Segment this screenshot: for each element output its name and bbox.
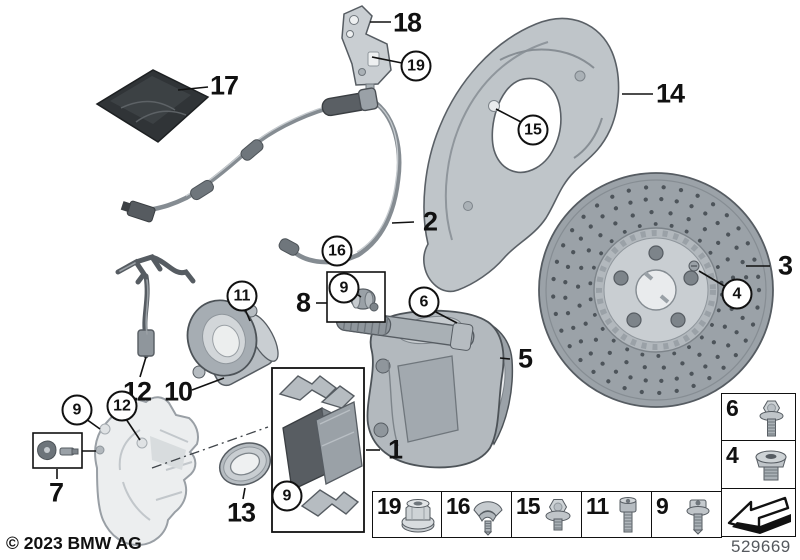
callout-10: 10 bbox=[163, 376, 193, 407]
legend-cell-15: 15 bbox=[512, 491, 582, 538]
wheel-bolt-holes bbox=[613, 245, 699, 328]
direction-arrow-icon bbox=[727, 496, 791, 534]
collar-nut-icon bbox=[401, 499, 435, 533]
clip-nut-with-screw-icon bbox=[473, 501, 503, 536]
caliper-housing-part bbox=[94, 396, 269, 547]
callout-circled-11: 11 bbox=[226, 280, 258, 312]
legend-label: 6 bbox=[726, 395, 739, 421]
wear-sensor-cable-part bbox=[120, 87, 402, 265]
countersunk-plug-icon bbox=[755, 450, 787, 481]
callout-circled-4: 4 bbox=[721, 278, 753, 310]
legend-label: 15 bbox=[516, 493, 541, 519]
brake-pad-set-box bbox=[271, 367, 365, 533]
legend-cell-6: 6 bbox=[721, 393, 796, 441]
fastener-legend-column: 6 4 bbox=[721, 393, 796, 537]
legend-label: 16 bbox=[446, 493, 471, 519]
leader-lines bbox=[56, 21, 770, 500]
torx-flange-screw-icon bbox=[686, 499, 710, 535]
legend-cell-4: 4 bbox=[721, 441, 796, 489]
hex-flange-screw-icon bbox=[759, 400, 784, 437]
legend-label: 4 bbox=[726, 442, 739, 468]
callout-7: 7 bbox=[48, 477, 64, 508]
legend-label: 19 bbox=[377, 493, 402, 519]
copyright-text: © 2023 BMW AG bbox=[6, 533, 142, 553]
callout-8: 8 bbox=[295, 287, 311, 318]
hex-flange-screw-icon bbox=[545, 499, 571, 531]
callout-circled-6: 6 bbox=[408, 286, 440, 318]
callout-2: 2 bbox=[422, 206, 438, 237]
cable-grommet bbox=[278, 238, 300, 256]
bleeder-kit-box bbox=[32, 432, 96, 469]
sensor-bracket-part bbox=[341, 5, 392, 94]
callout-14: 14 bbox=[655, 78, 685, 109]
assembly-axis-line bbox=[151, 426, 269, 469]
legend-cell-19: 19 bbox=[372, 491, 442, 538]
callout-17: 17 bbox=[209, 70, 239, 101]
callout-circled-19: 19 bbox=[400, 50, 432, 82]
legend-cell-arrow bbox=[721, 489, 796, 537]
legend-cell-9: 9 bbox=[652, 491, 722, 538]
callout-13: 13 bbox=[226, 497, 256, 528]
callout-circled-12: 12 bbox=[106, 390, 138, 422]
sensor-connector bbox=[120, 200, 156, 223]
callout-5: 5 bbox=[517, 343, 533, 374]
retaining-bracket-part bbox=[115, 254, 196, 359]
callout-circled-9-pads: 9 bbox=[271, 480, 303, 512]
sensor-head bbox=[321, 87, 379, 117]
seal-ring-part bbox=[219, 442, 271, 486]
callout-circled-9-housing: 9 bbox=[61, 394, 93, 426]
callout-3: 3 bbox=[777, 250, 793, 281]
cable-grommet bbox=[190, 179, 214, 201]
legend-label: 11 bbox=[586, 493, 609, 519]
bleeder-valve-location bbox=[95, 445, 105, 455]
legend-cell-16: 16 bbox=[442, 491, 512, 538]
callout-circled-15: 15 bbox=[517, 114, 549, 146]
cap-screw-icon bbox=[619, 497, 637, 533]
callout-1: 1 bbox=[387, 434, 403, 465]
diagram-number: 529669 bbox=[731, 537, 791, 556]
callout-circled-16: 16 bbox=[321, 235, 353, 267]
legend-cell-11: 11 bbox=[582, 491, 652, 538]
callout-circled-9-grommet: 9 bbox=[328, 272, 360, 304]
cable-grommet bbox=[240, 139, 264, 161]
paste-pouch-part bbox=[95, 69, 210, 143]
fastener-legend-row: 19 16 15 bbox=[372, 491, 722, 538]
callout-18: 18 bbox=[392, 7, 422, 38]
legend-label: 9 bbox=[656, 493, 669, 519]
brake-disc-part bbox=[538, 172, 774, 408]
